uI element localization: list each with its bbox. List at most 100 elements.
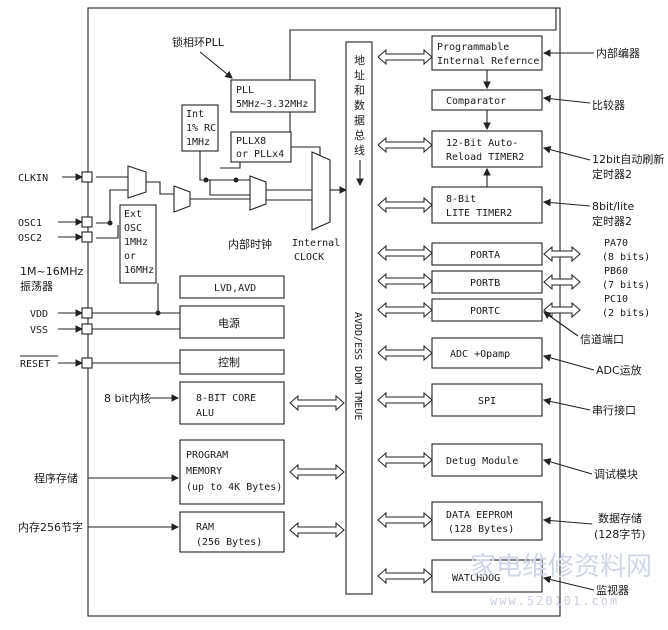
mux-2: [173, 185, 191, 213]
adc-label: ADC运放: [596, 363, 642, 377]
watermark-url: www.520101.com: [490, 594, 619, 608]
prog-2: MEMORY: [186, 466, 222, 477]
port-arrows: [543, 245, 581, 319]
porta-box: [431, 242, 543, 266]
timer12-label-1: 12bit自动刷新: [592, 152, 664, 166]
pir-box: [431, 35, 543, 71]
spi-box: [431, 383, 543, 417]
ext-osc-5: 16MHz: [124, 265, 154, 276]
svg-text:线: 线: [354, 143, 365, 157]
timer12-box: [431, 130, 543, 168]
int-rc-3: 1MHz: [186, 137, 210, 148]
pa-label-2: (8 bits): [602, 252, 650, 263]
adc-text: ADC +Opamp: [450, 349, 510, 360]
timer12-2: Reload TIMER2: [446, 152, 524, 163]
porta-text: PORTA: [470, 250, 500, 261]
ext-osc-1: Ext: [124, 209, 142, 220]
core-box: [179, 381, 285, 425]
core-1: 8-BIT CORE: [196, 393, 256, 404]
int-clock-en-2: CLOCK: [294, 252, 324, 263]
pir-2: Internal Refernce: [437, 56, 539, 67]
lvd-box: [179, 275, 285, 299]
pc-label-2: (2 bits): [602, 308, 650, 319]
comparator-label: 比较器: [592, 98, 625, 112]
int-rc-2: 1% RC: [186, 123, 216, 134]
pll-label: 锁相环PLL: [172, 35, 225, 49]
ram-box: [179, 511, 285, 553]
top-feed-line: [289, 8, 557, 80]
prog-box: [179, 439, 285, 505]
osc-range-2: 振荡器: [20, 279, 53, 293]
ext-osc-4: or: [124, 251, 136, 262]
pin-reset: RESET: [20, 359, 50, 370]
pin-vdd: VDD: [30, 309, 48, 320]
debug-text: Detug Module: [446, 456, 518, 467]
watchdog-box: [431, 559, 543, 593]
bus-cn-label: 地 址 和 数 据 总 线: [354, 54, 365, 157]
power-box: [179, 305, 285, 339]
ram-2: (256 Bytes): [196, 537, 262, 548]
address-data-bus: [345, 41, 373, 595]
portb-text: PORTB: [470, 278, 500, 289]
pll-line2: 5MHz~3.32MHz: [236, 99, 308, 110]
pin-osc2: OSC2: [18, 233, 42, 244]
timer8-box: [431, 186, 543, 224]
bus-en-label: AVDD/ESS DOM TMEUE: [352, 312, 363, 420]
eeprom-1: DATA EEPROM: [446, 510, 512, 521]
control-text: 控制: [218, 355, 240, 369]
pa-label-1: PA70: [604, 238, 628, 249]
eeprom-2: (128 Bytes): [448, 524, 514, 535]
prog-label: 程序存储: [34, 471, 78, 485]
comparator-text: Comparator: [446, 96, 506, 107]
pin-osc1: OSC1: [18, 218, 42, 229]
pllx-1: PLLX8: [236, 136, 266, 147]
debug-label: 调试模块: [594, 468, 638, 481]
portb-box: [431, 270, 543, 294]
timer8-label-1: 8bit/lite: [592, 200, 634, 213]
svg-text:总: 总: [354, 128, 365, 142]
timer8-label-2: 定时器2: [592, 214, 632, 228]
timer12-label-2: 定时器2: [592, 167, 632, 181]
svg-text:和: 和: [354, 84, 365, 97]
int-clock-en-1: Internal: [292, 238, 340, 249]
prog-3: (up to 4K Bytes): [186, 482, 282, 493]
clock-mux: [311, 151, 331, 231]
adc-box: [431, 337, 543, 369]
power-text: 电源: [218, 316, 240, 330]
core-label: 8 bit内核: [104, 391, 151, 405]
eeprom-label-1: 数据存储: [598, 511, 642, 525]
pir-1: Programmable: [437, 42, 509, 53]
int-clock-cn: 内部时钟: [228, 237, 272, 251]
pin-vss: VSS: [30, 325, 48, 336]
ext-osc-2: OSC: [124, 223, 142, 234]
portc-text: PORTC: [470, 306, 500, 317]
timer12-1: 12-Bit Auto-: [446, 138, 518, 149]
osc-range-1: 1M~16MHz: [20, 265, 83, 278]
watchdog-label: 监视器: [596, 583, 629, 597]
pllx-2: or PLLx4: [236, 149, 284, 160]
pb-label-2: (7 bits): [602, 280, 650, 291]
watchdog-text: WATCHDOG: [452, 573, 500, 584]
mux-1: [127, 165, 147, 199]
timer8-2: LITE TIMER2: [446, 208, 512, 219]
watermark-text: 家电维修资料网: [470, 552, 652, 582]
pll-line1: PLL: [236, 85, 254, 96]
core-2: ALU: [196, 408, 214, 419]
pc-label-1: PC10: [604, 294, 628, 305]
svg-text:数: 数: [354, 99, 365, 112]
svg-text:地: 地: [354, 54, 365, 67]
left-bus-arrows: [289, 394, 345, 539]
control-box: [179, 349, 285, 375]
debug-box: [431, 443, 543, 477]
svg-text:址: 址: [354, 68, 365, 82]
eeprom-box: [431, 501, 543, 541]
mux-3: [249, 175, 267, 211]
timer8-1: 8-Bit: [446, 194, 476, 205]
ram-label: 内存256节字: [18, 520, 83, 534]
portc-box: [431, 298, 543, 322]
ext-osc-3: 1MHz: [124, 237, 148, 248]
lvd-text: LVD,AVD: [214, 283, 256, 294]
spi-label: 串行接口: [592, 404, 636, 417]
